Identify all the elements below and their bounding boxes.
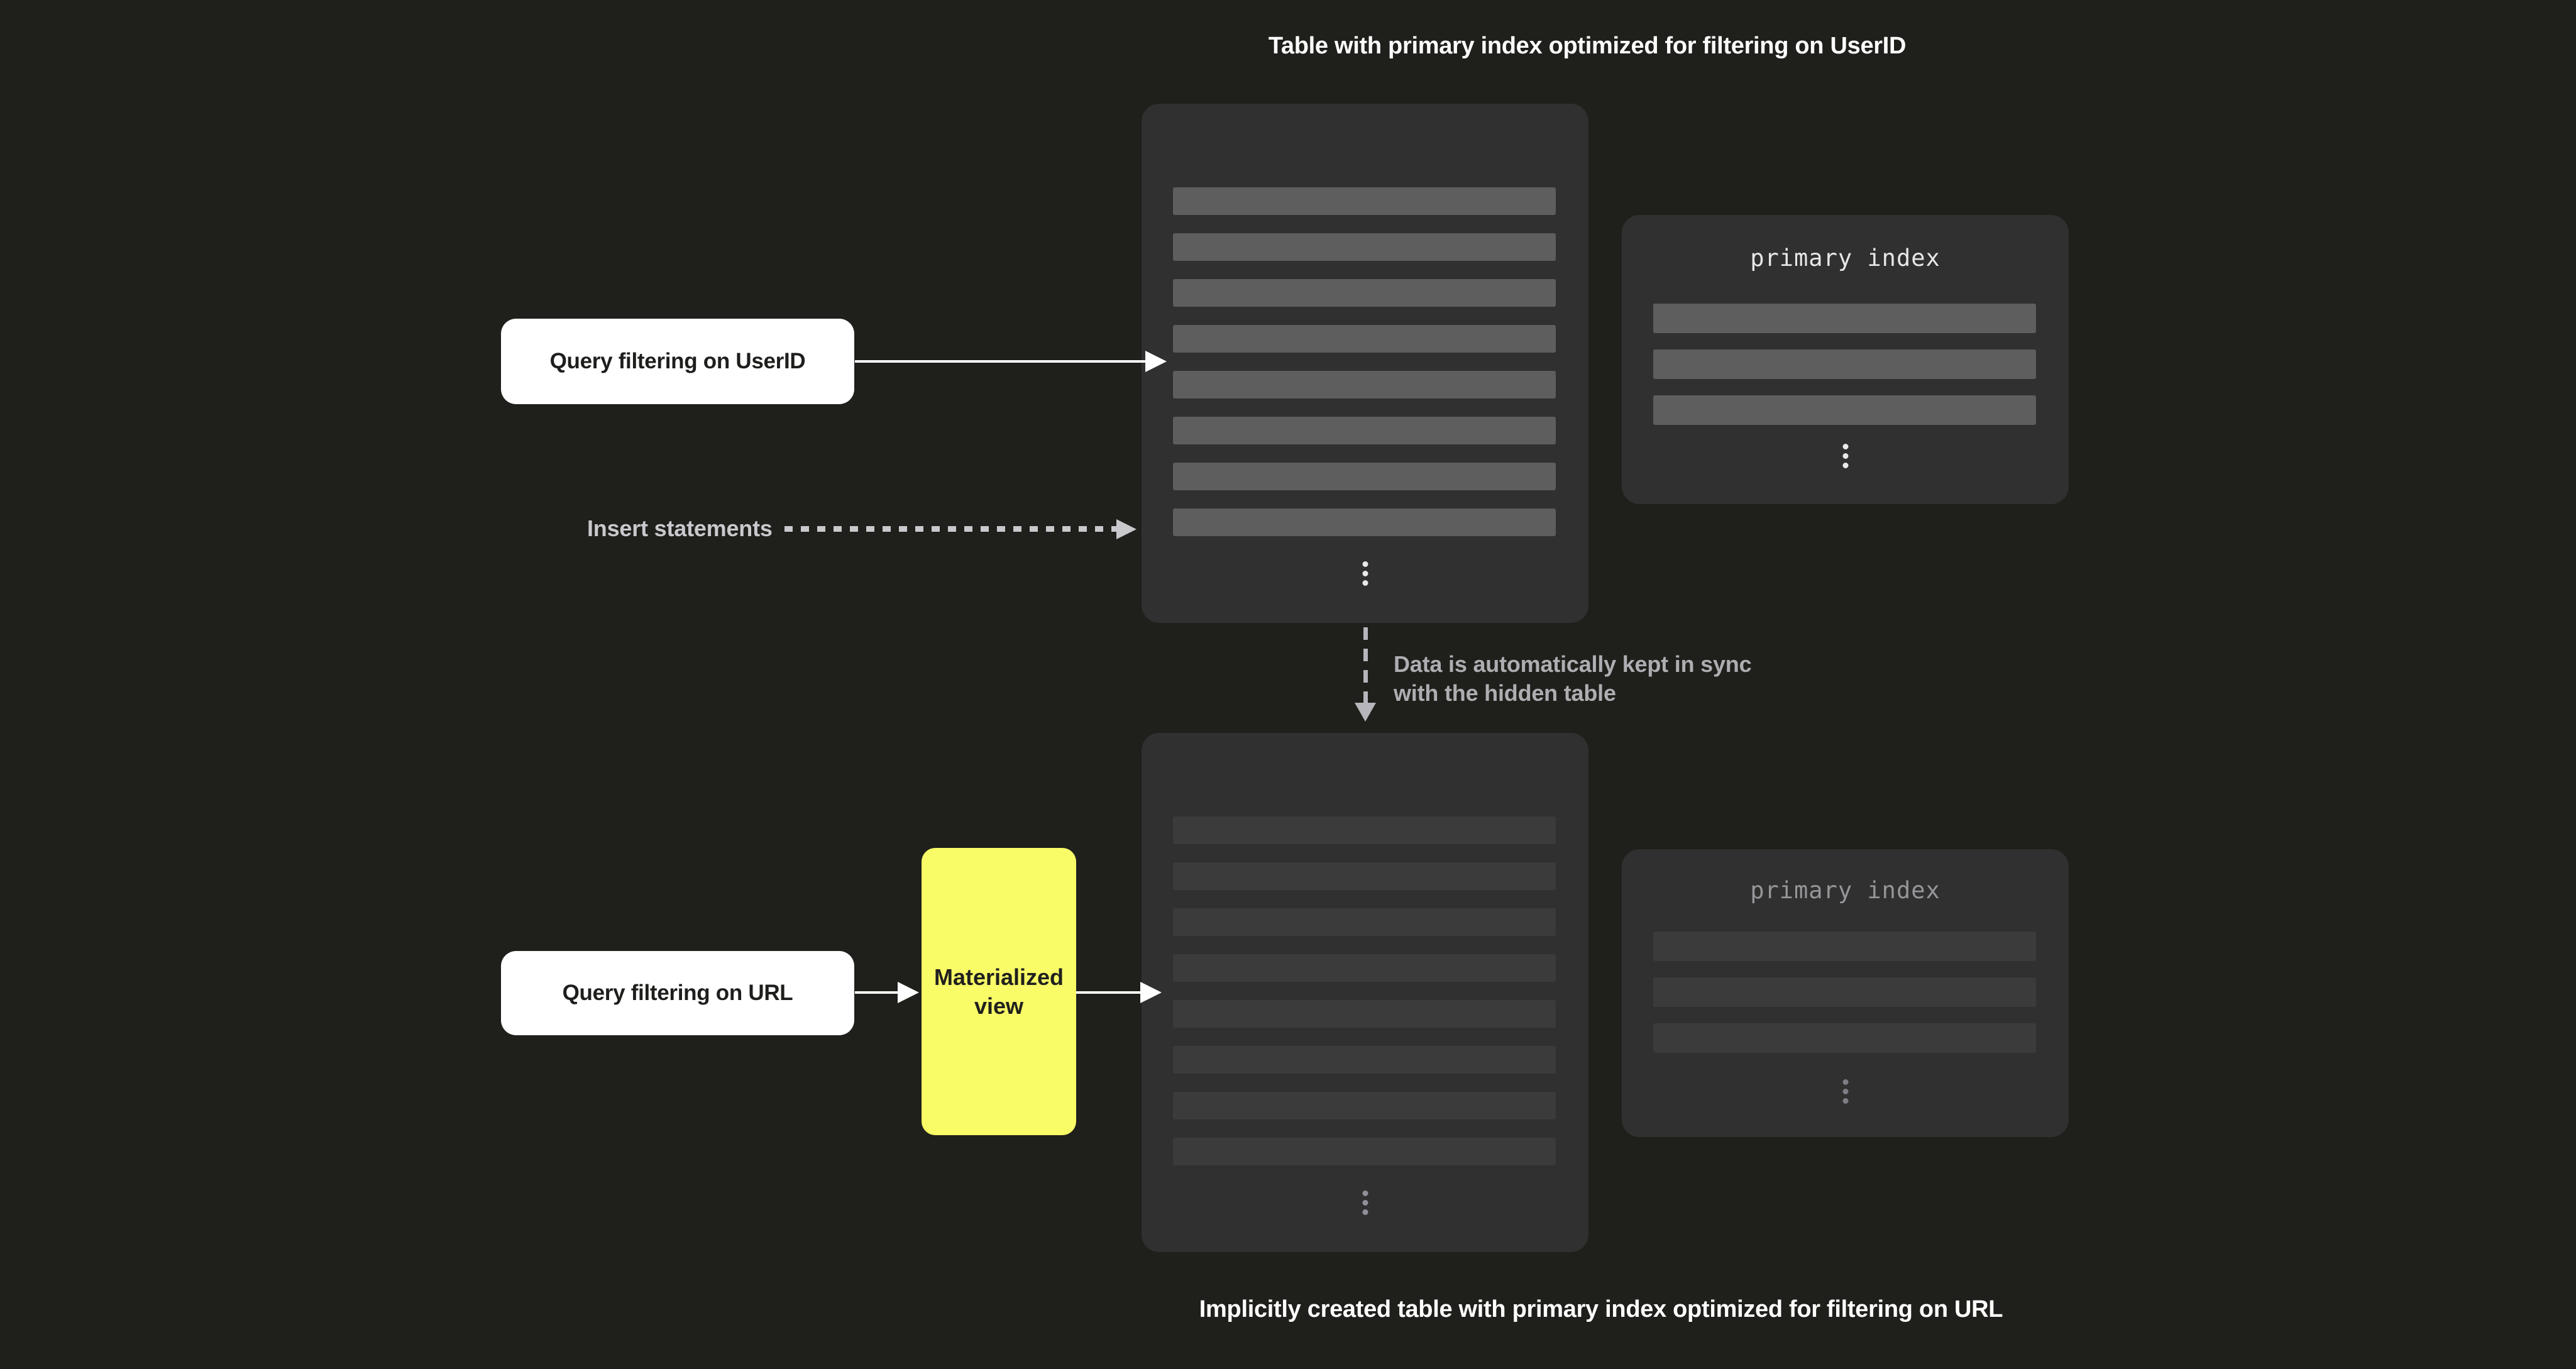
insert-statements-label: Insert statements	[587, 515, 773, 541]
table-row	[1173, 1092, 1556, 1119]
query-url-label: Query filtering on URL	[562, 981, 793, 1005]
table-row	[1173, 1046, 1556, 1074]
sync-note-line2: with the hidden table	[1394, 680, 1616, 706]
table-row	[1653, 977, 2036, 1007]
table1-panel: table 1	[1142, 104, 1588, 623]
primary-index-top-panel: primary index	[1622, 215, 2069, 504]
sync-note: Data is automatically kept in sync with …	[1394, 650, 1752, 708]
table-row	[1173, 816, 1556, 844]
primary-index-top-rows	[1653, 304, 2036, 441]
table-row	[1173, 279, 1556, 307]
table1-rows	[1173, 187, 1556, 554]
vertical-ellipsis-icon	[1362, 1187, 1368, 1219]
table-row	[1653, 932, 2036, 961]
table-row	[1173, 954, 1556, 982]
query-userid-label: Query filtering on UserID	[549, 349, 806, 373]
table-row	[1173, 1000, 1556, 1028]
query-url-node: Query filtering on URL	[501, 951, 854, 1035]
vertical-ellipsis-icon	[1842, 440, 1848, 472]
materialized-view-node: Materialized view	[922, 848, 1076, 1135]
query-userid-node: Query filtering on UserID	[501, 319, 854, 404]
table2-rows	[1173, 816, 1556, 1184]
primary-index-bottom-rows	[1653, 932, 2036, 1069]
sync-note-line1: Data is automatically kept in sync	[1394, 651, 1752, 677]
table-row	[1173, 233, 1556, 261]
vertical-ellipsis-icon	[1842, 1075, 1848, 1108]
table-row	[1173, 325, 1556, 353]
table-row	[1173, 463, 1556, 490]
table-row	[1173, 509, 1556, 536]
table-row	[1173, 371, 1556, 399]
table-row	[1653, 1023, 2036, 1053]
table2-panel: implicit table 2	[1142, 733, 1588, 1252]
primary-index-bottom-panel: primary index	[1622, 849, 2069, 1137]
table-row	[1653, 349, 2036, 379]
bottom-caption: Implicitly created table with primary in…	[1199, 1296, 2003, 1322]
primary-index-top-label: primary index	[1750, 245, 1940, 272]
table-row	[1173, 1138, 1556, 1165]
table-row	[1173, 908, 1556, 936]
table-row	[1173, 417, 1556, 444]
materialized-view-label: Materialized view	[933, 964, 1064, 1019]
table-row	[1653, 395, 2036, 425]
vertical-ellipsis-icon	[1362, 558, 1368, 590]
top-caption: Table with primary index optimized for f…	[1268, 33, 1907, 59]
table-row	[1653, 304, 2036, 333]
table-row	[1173, 862, 1556, 890]
primary-index-bottom-label: primary index	[1750, 877, 1940, 904]
table-row	[1173, 187, 1556, 215]
